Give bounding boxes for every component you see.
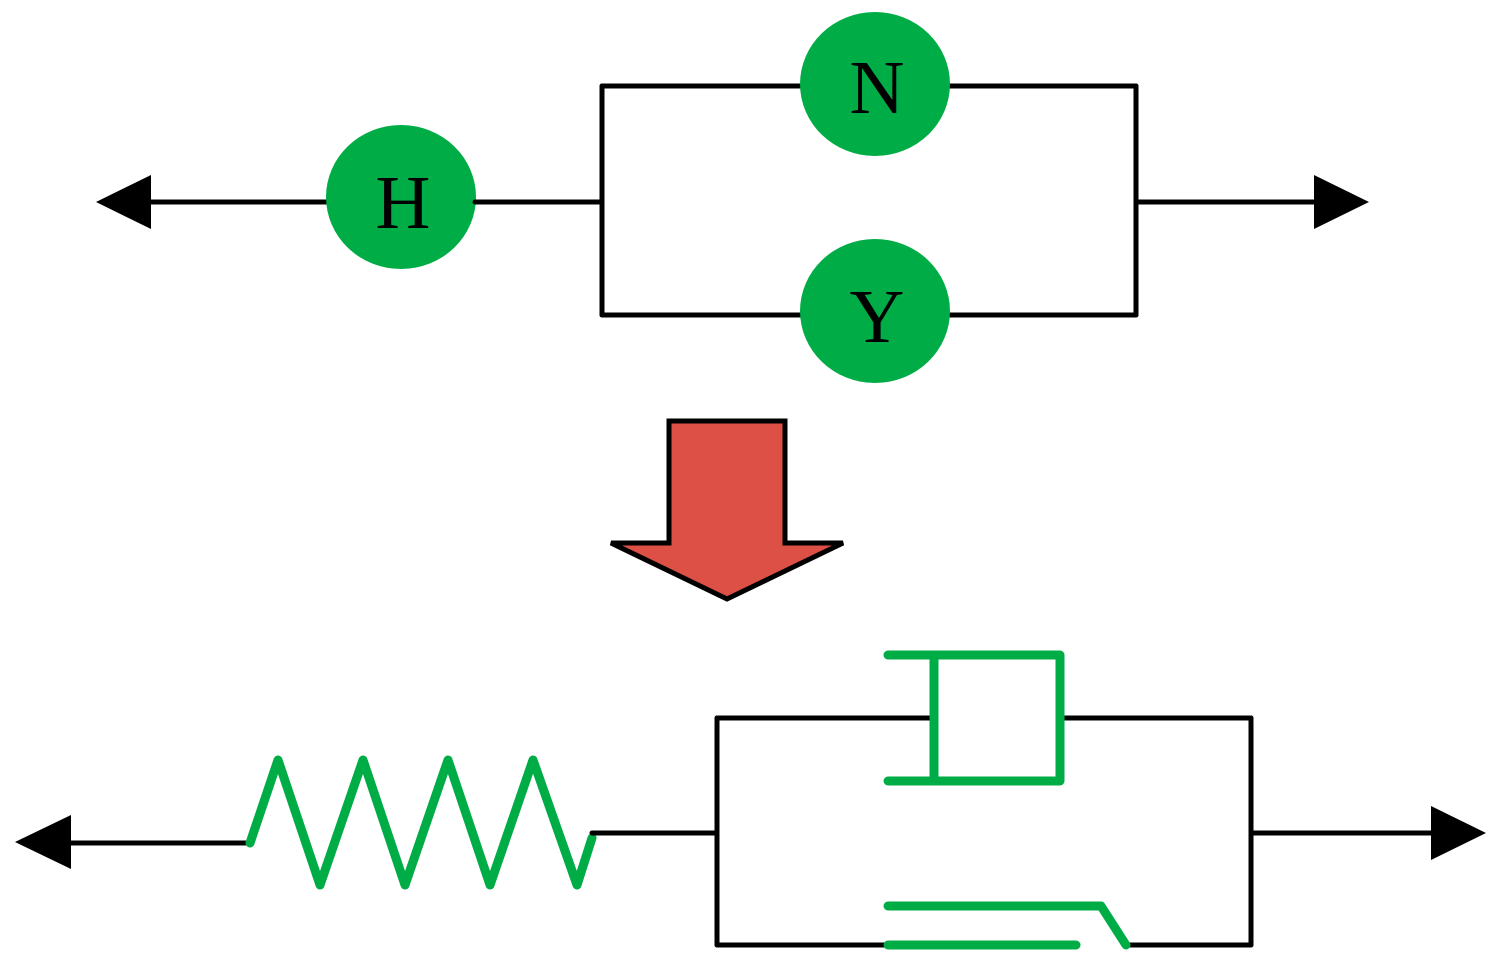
h-element: H xyxy=(326,125,476,269)
y-element: Y xyxy=(800,239,950,383)
upper-left-arrowhead-icon xyxy=(96,175,151,229)
dashpot-icon xyxy=(883,650,1065,786)
friction-slider-icon xyxy=(883,901,1131,950)
h-element-circle xyxy=(326,125,476,269)
n-element-circle xyxy=(800,12,950,156)
lower-left-arrowhead-icon xyxy=(15,815,71,869)
h-element-label: H xyxy=(376,161,431,245)
dashpot-cylinder xyxy=(883,650,1065,786)
n-element: N xyxy=(800,12,950,156)
upper-model: H N Y xyxy=(96,12,1369,383)
upper-right-arrowhead-icon xyxy=(1314,175,1369,229)
n-element-label: N xyxy=(850,46,905,130)
y-element-circle xyxy=(800,239,950,383)
lower-model xyxy=(15,650,1486,950)
y-element-label: Y xyxy=(850,275,905,359)
lower-right-arrowhead-icon xyxy=(1431,806,1486,860)
down-arrow-icon xyxy=(609,418,845,602)
spring-icon xyxy=(245,755,597,890)
friction-slider-upper-plate xyxy=(883,901,1131,950)
